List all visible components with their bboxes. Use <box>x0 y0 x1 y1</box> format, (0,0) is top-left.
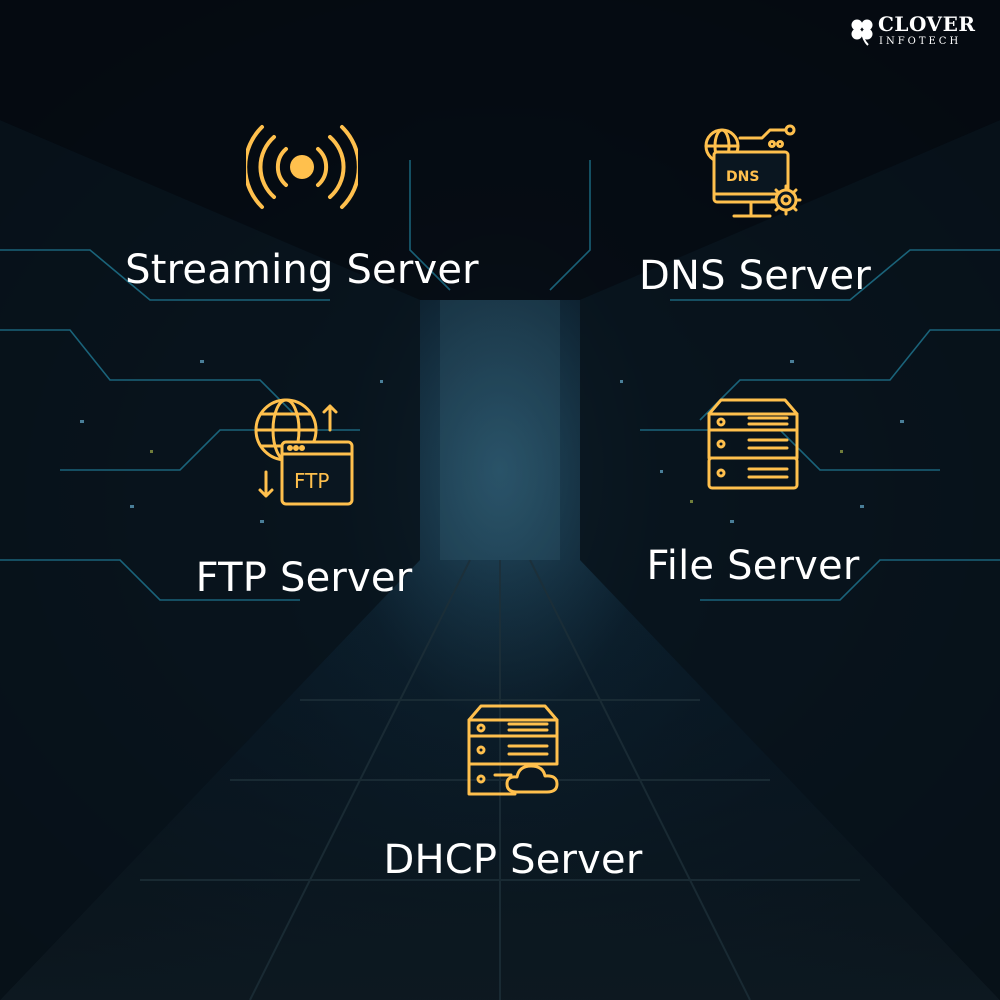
server-rack-icon <box>707 398 799 490</box>
dhcp-server-item: DHCP Server <box>360 702 666 884</box>
streaming-server-label: Streaming Server <box>125 247 479 293</box>
clover-leaf-icon <box>851 19 873 46</box>
ftp-globe-icon: FTP <box>254 398 354 506</box>
ftp-server-label: FTP Server <box>195 555 413 601</box>
svg-text:FTP: FTP <box>294 469 329 493</box>
ftp-server-item: FTP FTP Server <box>150 396 458 602</box>
dhcp-server-label: DHCP Server <box>383 837 643 883</box>
clover-infotech-logo: CLOVER INFOTECH <box>848 12 984 54</box>
svg-text:DNS: DNS <box>726 169 759 185</box>
file-server-label: File Server <box>646 543 860 589</box>
dns-server-label: DNS Server <box>639 253 871 299</box>
streaming-server-item: Streaming Server <box>100 122 504 294</box>
dns-server-item: DNS DNS Server <box>572 124 938 300</box>
brand-name: CLOVER <box>878 12 976 36</box>
brand-tagline: INFOTECH <box>879 36 962 47</box>
broadcast-signal-icon <box>246 125 358 209</box>
dns-monitor-icon: DNS <box>704 124 802 218</box>
file-server-item: File Server <box>630 396 876 590</box>
cloud-server-icon <box>467 704 559 796</box>
